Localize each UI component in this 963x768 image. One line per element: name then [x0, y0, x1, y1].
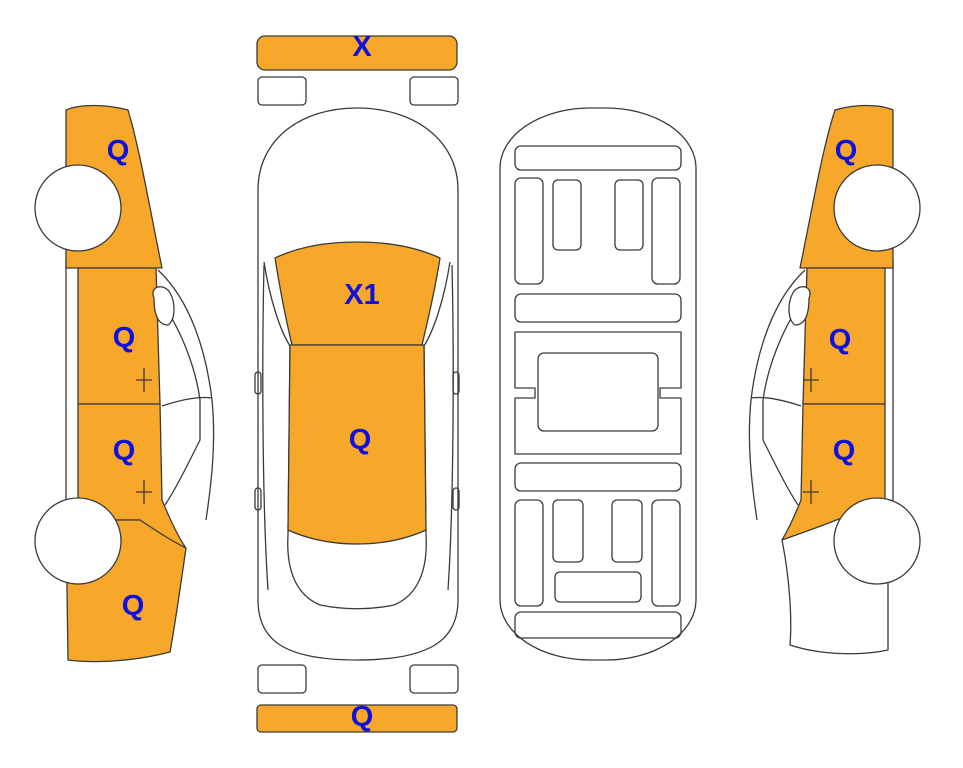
left-rear-handle	[136, 480, 152, 504]
underside-crossmember-2	[514, 462, 682, 492]
underside-rear-beam	[514, 611, 682, 639]
right-mirror-side	[788, 286, 811, 326]
right-front-door-label: Q	[829, 324, 852, 356]
roof-label: Q	[349, 424, 372, 456]
left-front-door-label: Q	[113, 322, 136, 354]
top-body-outline	[257, 107, 459, 661]
rear-window	[287, 534, 427, 610]
underside-rear-mount-r	[611, 499, 643, 563]
underside-mid-frame	[514, 331, 682, 455]
underside-left-rail-front	[514, 177, 544, 285]
underside-outline	[499, 107, 697, 661]
left-front-wheel	[34, 164, 122, 252]
right-handle	[452, 487, 460, 511]
front-bumper-panel[interactable]	[256, 35, 458, 71]
front-left-lamp	[257, 76, 307, 106]
right-side-outline	[748, 269, 806, 521]
underside-left-rail-rear	[514, 499, 544, 607]
left-rear-quarter-label: Q	[122, 590, 145, 622]
right-side-window-line2	[750, 396, 802, 407]
right-mirror	[452, 371, 460, 395]
right-side-view: Q Q Q	[748, 104, 921, 655]
rear-bumper-panel[interactable]	[256, 704, 458, 733]
underside-view	[499, 107, 697, 661]
right-side-window-line	[762, 299, 804, 506]
top-inner-left-line	[262, 264, 269, 591]
hood-label: X1	[344, 279, 379, 311]
right-front-handle	[803, 368, 819, 392]
right-front-wheel	[833, 164, 921, 252]
left-mirror	[254, 371, 262, 395]
underside-rear-plate	[554, 571, 642, 603]
underside-crossmember-1	[514, 293, 682, 323]
left-mirror-side	[152, 286, 175, 326]
left-side-view: Q Q Q Q	[34, 104, 215, 663]
underside-right-rail-rear	[651, 499, 681, 607]
roof-panel[interactable]	[287, 344, 427, 545]
underside-rear-mount-l	[552, 499, 584, 563]
hood-panel[interactable]	[274, 241, 441, 346]
right-rear-wheel	[833, 497, 921, 585]
front-bumper-label: X	[352, 31, 372, 63]
top-view: X X1 Q Q	[254, 31, 460, 733]
left-side-window-line2	[161, 396, 213, 407]
right-rear-quarter-outline	[781, 539, 889, 655]
left-rear-door-label: Q	[113, 435, 136, 467]
front-right-lamp	[409, 76, 459, 106]
right-rear-handle	[803, 480, 819, 504]
underside-front-mount-r	[614, 179, 644, 251]
left-handle	[254, 487, 262, 511]
left-side-window-line	[159, 299, 201, 506]
rear-right-lamp	[409, 664, 459, 694]
underside-right-rail-front	[651, 177, 681, 285]
top-inner-right-line	[447, 264, 454, 591]
underside-front-mount-l	[552, 179, 582, 251]
left-side-outline	[157, 269, 215, 521]
right-rear-door-label: Q	[833, 435, 856, 467]
left-front-handle	[136, 368, 152, 392]
left-front-fender-label: Q	[107, 135, 130, 167]
rear-bumper-label: Q	[351, 701, 374, 733]
left-rear-wheel	[34, 497, 122, 585]
underside-front-beam	[514, 145, 682, 171]
underside-center-panel	[537, 352, 659, 432]
right-front-fender-label: Q	[835, 135, 858, 167]
rear-left-lamp	[257, 664, 307, 694]
